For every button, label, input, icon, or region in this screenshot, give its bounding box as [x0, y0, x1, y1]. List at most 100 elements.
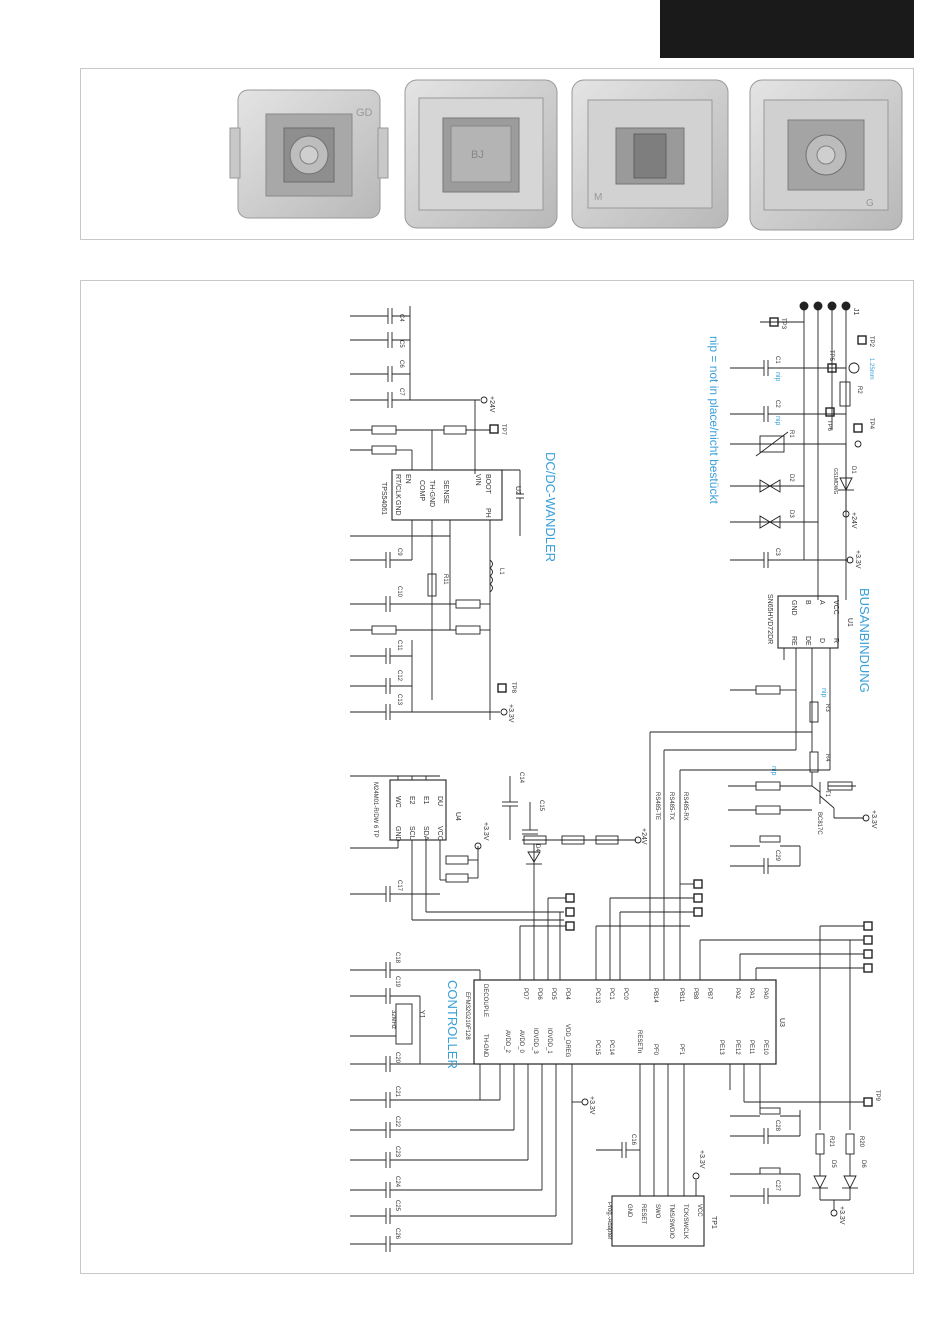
tp1-pin-swo: SWO: [654, 1204, 660, 1219]
c13-label: C13: [396, 694, 402, 706]
u4-part: M24M01-R/DW 6 TP: [372, 782, 378, 838]
input-caps: [350, 306, 488, 474]
adapter-mark-3: M: [594, 192, 602, 203]
net-33v-u4: +3.3V: [482, 822, 489, 841]
u1-part: SN65HVD72DR: [766, 594, 773, 644]
net-24v-top: +24V: [488, 396, 495, 413]
c27-label: C27: [774, 1180, 780, 1192]
c24-label: C24: [394, 1176, 400, 1188]
adapter-photos: GD BJ M G: [229, 79, 903, 231]
c26-label: C26: [394, 1228, 400, 1240]
schematic-labels: DC/DC-WANDLER BUSANBINDUNG CONTROLLER ni…: [372, 308, 880, 1240]
d2-label: D2: [788, 474, 794, 482]
c4-label: C4: [398, 314, 404, 322]
u3-pin-resetn: RESETn: [636, 1030, 642, 1053]
tp5-label: TP5: [828, 350, 834, 362]
c11-label: C11: [396, 640, 402, 651]
u3-pin-pc0: PC0: [622, 988, 628, 1000]
r3-label: R3: [824, 704, 830, 712]
title-busanbindung: BUSANBINDUNG: [857, 588, 872, 693]
u4-pin-sda: SDA: [422, 826, 429, 841]
u2-pin-rtclk: RT/CLK: [394, 474, 401, 499]
u1-ref: U1: [846, 618, 853, 627]
u1-pin-d: D: [818, 638, 825, 643]
t1-part: BC817C: [816, 812, 822, 835]
tp8-label: TP8: [510, 682, 516, 694]
tp6-label: TP6: [826, 420, 832, 432]
adapter-mark-4: G: [866, 198, 874, 209]
u1-pin-gnd: GND: [790, 600, 797, 616]
tp9-label: TP9: [874, 1090, 880, 1102]
schematic: [350, 301, 873, 1252]
c22-label: C22: [394, 1116, 400, 1128]
adapter-photo-3: M: [571, 79, 729, 229]
c28-label: C28: [774, 1120, 780, 1132]
u3-pin-pe10: PE10: [762, 1040, 768, 1055]
u3-pin-pb8: PB8: [692, 988, 698, 1000]
u1-pin-vcc: VCC: [832, 600, 839, 615]
c21-label: C21: [394, 1086, 400, 1098]
u3-pin-pf0: PF0: [652, 1044, 658, 1056]
adapter-photo-4: G: [749, 79, 903, 231]
u3-pin-pc13: PC13: [594, 988, 600, 1004]
u2-pin-en: EN: [404, 474, 411, 484]
fuse-label: 1.25mm: [868, 358, 874, 380]
crystal: [350, 962, 480, 1072]
header-tab: [660, 0, 914, 58]
net-24v-led: +24V: [640, 828, 647, 845]
u2-ref: U2: [514, 486, 521, 495]
net-33v-tp1: +3.3V: [698, 1150, 705, 1169]
u3-pin-pc15: PC15: [594, 1040, 600, 1056]
u2-pin-thgnd: TH-GND: [428, 480, 435, 507]
u2-pin-vin: VIN: [474, 474, 481, 486]
c3-label: C3: [774, 548, 780, 556]
c14-label: C14: [518, 772, 524, 784]
tp1-pin-tck: TCK/SWCLK: [682, 1204, 688, 1239]
u4-pin-e2: E2: [408, 796, 415, 805]
d1-part: GS1MDWG: [832, 468, 838, 495]
adapter-photo-1: GD: [229, 89, 389, 219]
u4-pin-vcc: VCC: [436, 826, 443, 841]
adapter-mark-2: BJ: [471, 149, 484, 161]
u3-pin-pb14: PB14: [652, 988, 658, 1003]
title-controller: CONTROLLER: [445, 980, 460, 1069]
c29-label: C29: [774, 850, 780, 862]
c25-label: C25: [394, 1200, 400, 1212]
u3-pin-pf1: PF1: [678, 1044, 684, 1056]
c19-label: C19: [394, 976, 400, 988]
tp1-pin-vcc: VCC: [696, 1204, 702, 1217]
u3-pin-pa0: PA0: [762, 988, 768, 1000]
u1-pin-re: RE: [790, 636, 797, 646]
u3-pin-avdd0: AVDD_0: [518, 1030, 524, 1054]
r20-label: R20: [858, 1136, 864, 1148]
t1-label: T1: [824, 790, 830, 798]
mid-caps: [350, 536, 508, 720]
u2-pin-gnd: GND: [394, 500, 401, 516]
u3-pin-pd6: PD6: [536, 988, 542, 1000]
j1-label: J1: [852, 308, 859, 316]
c7-label: C7: [398, 388, 404, 396]
nip-r5: nip: [770, 766, 777, 775]
u4-pin-scl: SCL: [408, 826, 415, 840]
c15-label: C15: [538, 800, 544, 812]
y1-ref: Y1: [418, 1010, 425, 1019]
c16-label: C16: [630, 1134, 636, 1146]
u2-pin-ph: PH: [484, 508, 491, 518]
d3-label: D3: [788, 510, 794, 518]
bus-section: [650, 301, 870, 874]
u3-pin-iovdd1: IOVDD_1: [546, 1028, 552, 1054]
nip-c2: nip: [774, 416, 781, 425]
d5-label: D5: [830, 1160, 836, 1168]
y1-part: 32MHz: [390, 1010, 396, 1029]
u3-pin-pb11: PB11: [678, 988, 684, 1003]
title-dcdc: DC/DC-WANDLER: [543, 452, 558, 562]
u3-pin-pc1: PC1: [608, 988, 614, 1000]
adapter-photo-2: BJ: [404, 79, 558, 229]
tp2-label: TP2: [868, 336, 874, 348]
u3-pin-iovdd3: IOVDD_3: [532, 1028, 538, 1054]
u3-pin-pc14: PC14: [608, 1040, 614, 1056]
tp1-pin-tms: TMS/SWDIO: [668, 1204, 674, 1239]
u2-pin-comp: COMP: [418, 480, 425, 501]
u3-pin-pe13: PE13: [718, 1040, 724, 1055]
adapter-mark-1: GD: [356, 107, 373, 119]
